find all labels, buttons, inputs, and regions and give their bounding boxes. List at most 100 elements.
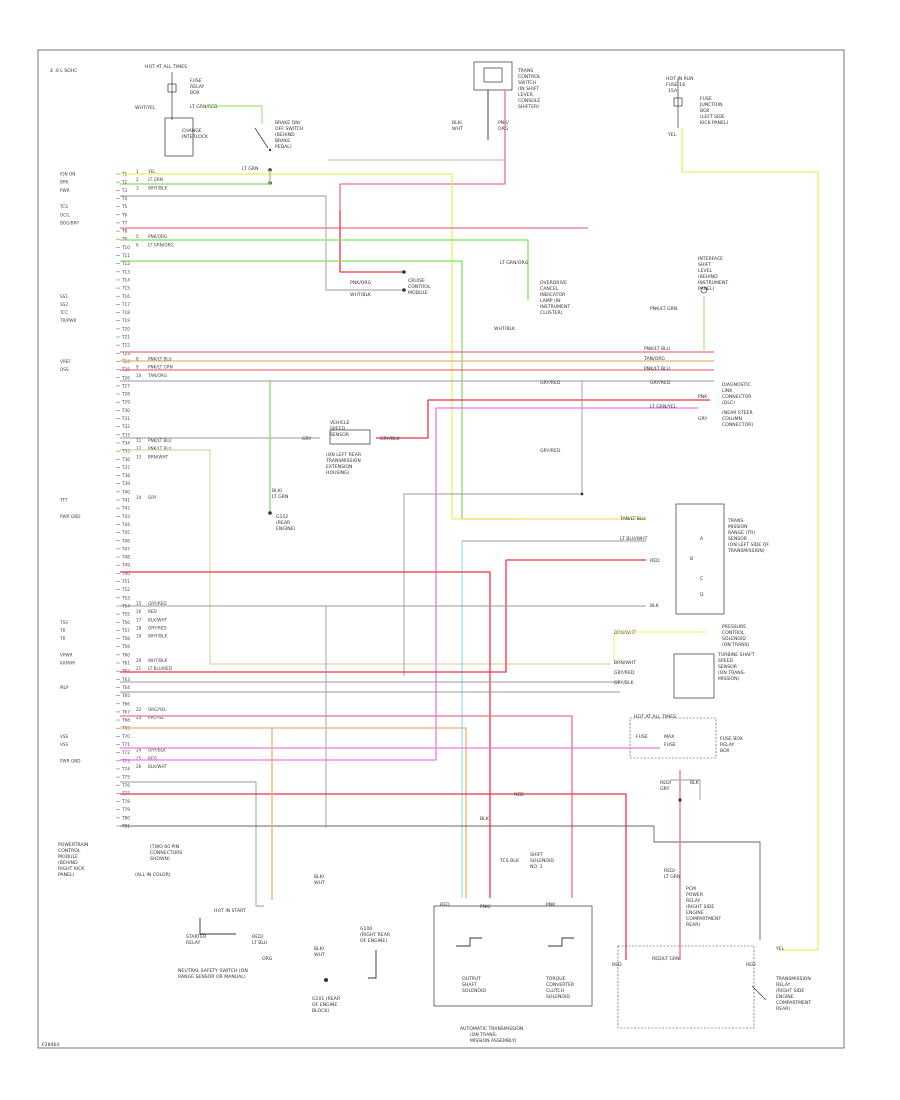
svg-text:(ON LEFT REAR: (ON LEFT REAR <box>326 452 362 458</box>
pin-cavity: 11 <box>136 438 142 443</box>
pin-label: TCC <box>59 310 68 315</box>
svg-text:SOLENOID: SOLENOID <box>722 636 746 642</box>
svg-text:SHIFTER): SHIFTER) <box>518 104 539 110</box>
pin-number: T72 <box>121 750 130 755</box>
svg-text:CRUISE: CRUISE <box>408 278 425 284</box>
pin-wire-color: TAN/ORG <box>147 373 167 378</box>
pin-label: SS1 <box>60 294 68 299</box>
svg-text:SHIFT: SHIFT <box>530 852 543 858</box>
pin-label: TR <box>59 636 66 641</box>
automatic-transmission-box <box>433 905 593 1007</box>
svg-text:CONSOLE: CONSOLE <box>518 98 540 104</box>
svg-text:PNK/: PNK/ <box>480 904 491 910</box>
pin-cavity: 17 <box>136 617 142 622</box>
svg-text:RIGHT KICK: RIGHT KICK <box>58 866 85 872</box>
svg-text:COLUMN: COLUMN <box>722 416 742 422</box>
svg-text:JUNCTION: JUNCTION <box>699 102 723 108</box>
svg-text:WHT: WHT <box>452 126 463 132</box>
svg-text:CHANGE: CHANGE <box>182 128 202 134</box>
svg-text:MISSION): MISSION) <box>718 676 740 682</box>
svg-text:PNK: PNK <box>546 902 556 908</box>
pin-number: T6 <box>121 212 128 217</box>
pin-label: OSS <box>60 367 69 372</box>
pin-number: T56 <box>121 620 130 625</box>
svg-text:LT BLU/WHT: LT BLU/WHT <box>620 536 648 542</box>
svg-text:LEVER,: LEVER, <box>518 92 535 98</box>
svg-text:GRY/BLK: GRY/BLK <box>614 680 635 686</box>
pin-wire-color: PNK/LT BLU <box>148 446 172 451</box>
svg-text:POWERTRAIN: POWERTRAIN <box>58 842 88 848</box>
svg-text:TRANSMISSION: TRANSMISSION <box>325 458 361 464</box>
pin-wire-color: PPL/YEL <box>148 715 165 720</box>
svg-text:BLK: BLK <box>480 816 490 822</box>
svg-text:(DLC): (DLC) <box>722 400 735 406</box>
pin-number: T74 <box>121 766 130 771</box>
svg-text:FUSE: FUSE <box>664 742 676 748</box>
pin-label: VPWR <box>60 652 73 657</box>
pin-cavity: 14 <box>136 495 142 500</box>
top-right-fuse-group: HOT IN RUN FUSE 16 15A FUSE JUNCTION BOX… <box>666 76 819 951</box>
svg-text:BRAKE ON/: BRAKE ON/ <box>275 120 301 126</box>
svg-text:PNK: PNK <box>698 394 708 400</box>
svg-text:GRY: GRY <box>660 786 669 792</box>
pin-number: T43 <box>121 514 130 519</box>
pin-number: T60 <box>121 652 130 657</box>
svg-text:WHT: WHT <box>314 880 325 886</box>
svg-text:BOX: BOX <box>190 90 200 96</box>
svg-text:PCM: PCM <box>686 886 696 892</box>
svg-text:G101 (REAR: G101 (REAR <box>312 996 341 1002</box>
svg-text:CONNECTOR): CONNECTOR) <box>722 422 753 428</box>
pin-number: T5 <box>121 204 128 209</box>
svg-text:CONTROL: CONTROL <box>58 848 81 854</box>
svg-text:BLK: BLK <box>690 780 700 786</box>
pin-label: IGN ON <box>60 172 75 177</box>
svg-text:LT GRN/RED: LT GRN/RED <box>190 104 218 110</box>
svg-text:TRANSMISSION): TRANSMISSION) <box>727 548 765 554</box>
svg-text:INTERLOCK: INTERLOCK <box>182 134 209 140</box>
pin-number: T53 <box>121 595 130 600</box>
pin-number: T14 <box>121 277 130 282</box>
pin-cavity: 26 <box>136 764 142 769</box>
pin-number: T3 <box>121 188 128 193</box>
svg-text:REAR): REAR) <box>776 1006 790 1012</box>
svg-text:TURBINE SHAFT: TURBINE SHAFT <box>717 652 755 658</box>
pin-number: T22 <box>121 343 130 348</box>
svg-text:D: D <box>700 592 704 598</box>
pin-cavity: 22 <box>136 707 142 712</box>
svg-text:SOLENOID: SOLENOID <box>462 988 486 994</box>
pin-number: T20 <box>121 326 130 331</box>
pin-number: T75 <box>121 775 130 780</box>
svg-text:CLUTCH: CLUTCH <box>546 988 564 994</box>
svg-text:SHIFT: SHIFT <box>698 262 711 268</box>
svg-text:BOX: BOX <box>720 748 730 754</box>
svg-text:BRN/WHT: BRN/WHT <box>614 660 636 666</box>
svg-text:TCS BLK: TCS BLK <box>499 858 520 864</box>
transmission-range-sensor-box <box>675 503 725 615</box>
pin-number: T7 <box>121 220 128 225</box>
svg-text:SENSOR: SENSOR <box>330 432 350 438</box>
pin-wire-color: YEL <box>147 169 156 174</box>
svg-text:(ON TRANS-: (ON TRANS- <box>470 1032 498 1038</box>
svg-text:SWITCH: SWITCH <box>518 80 536 86</box>
pin-number: T8 <box>121 229 128 234</box>
pin-wire-color: ORG/YEL <box>148 707 167 712</box>
svg-text:KICK PANEL): KICK PANEL) <box>700 120 729 126</box>
svg-text:LT GRN/ORG: LT GRN/ORG <box>500 260 529 266</box>
svg-text:(NEAR STEER: (NEAR STEER <box>722 410 753 416</box>
svg-text:EXTENSION: EXTENSION <box>326 464 352 470</box>
svg-text:ORG: ORG <box>498 126 509 132</box>
shift-interlock-box <box>164 117 194 157</box>
pin-label: TSS <box>59 620 68 625</box>
svg-text:MODULE: MODULE <box>58 854 78 860</box>
svg-text:SOLENOID: SOLENOID <box>546 994 570 1000</box>
svg-text:CLUSTER): CLUSTER) <box>540 310 563 316</box>
svg-text:G102: G102 <box>276 514 288 520</box>
pin-number: T61 <box>121 661 130 666</box>
svg-text:CONTROL: CONTROL <box>408 284 431 290</box>
pin-number: T49 <box>121 563 130 568</box>
svg-text:TORQUE: TORQUE <box>545 976 566 982</box>
svg-text:GRY/RED: GRY/RED <box>650 380 671 386</box>
svg-text:(TWO 60 PIN: (TWO 60 PIN <box>150 844 179 850</box>
pin-cavity: 6 <box>136 242 139 247</box>
svg-text:SPEED: SPEED <box>330 426 345 432</box>
